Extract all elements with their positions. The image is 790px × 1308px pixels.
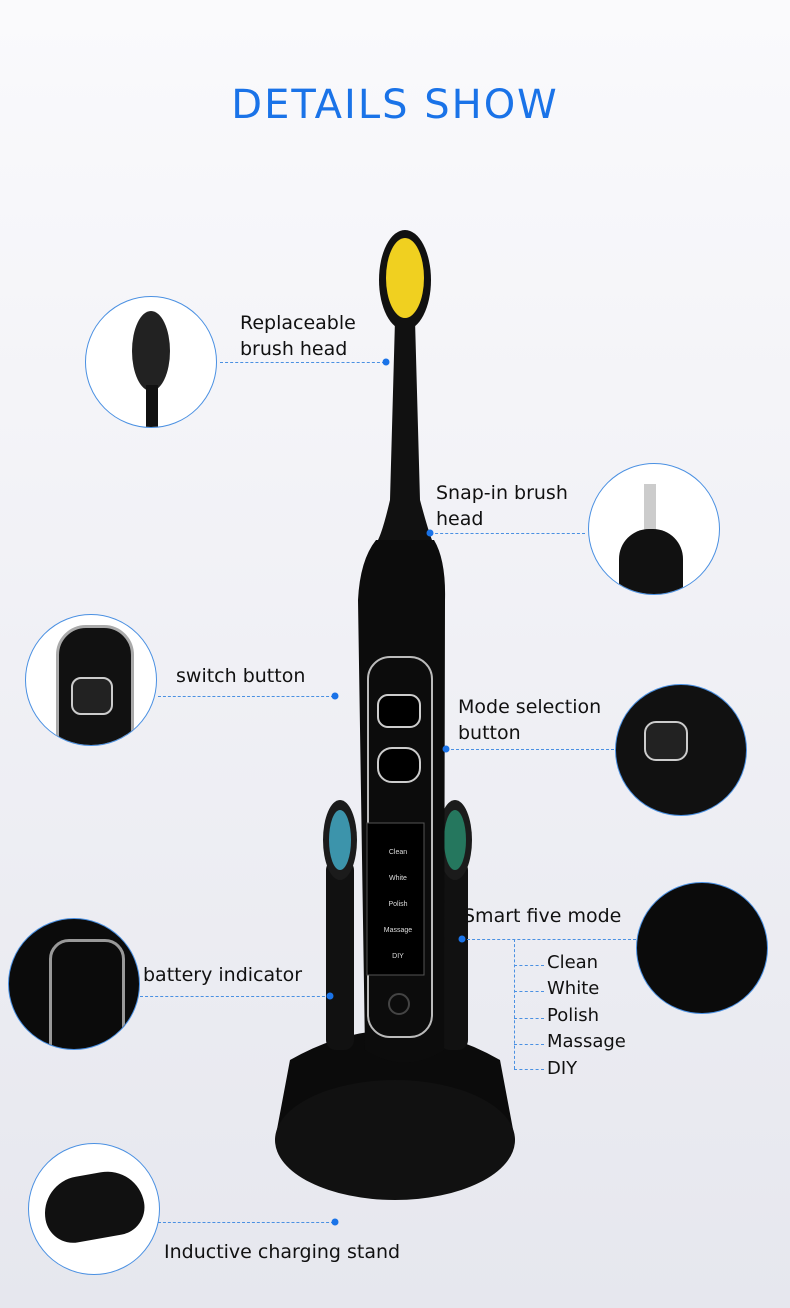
marker-dot	[382, 358, 390, 366]
leader-line	[140, 996, 330, 997]
leader-line	[462, 939, 636, 940]
page-title: DETAILS SHOW	[231, 82, 559, 128]
label-line: Snap-in brush	[436, 482, 568, 504]
label-inductive-charging-stand: Inductive charging stand	[164, 1241, 401, 1263]
screen-mode-polish: Polish	[388, 901, 408, 908]
leader-line	[158, 1222, 334, 1223]
leader-line	[514, 1069, 544, 1070]
label-line: button	[458, 722, 521, 744]
screen-mode-clean: Clean	[388, 849, 408, 856]
leader-line	[158, 696, 334, 697]
mode-massage: Massage	[547, 1031, 626, 1052]
mode-white: White	[547, 978, 600, 999]
marker-dot	[426, 529, 434, 537]
label-line: Replaceable	[240, 312, 356, 334]
leader-line	[446, 749, 614, 750]
screen-mode-massage: Massage	[383, 927, 413, 934]
charging-stand-closeup	[28, 1143, 160, 1275]
leader-line	[514, 965, 544, 966]
mode-clean: Clean	[547, 952, 599, 973]
label-switch-button: switch button	[176, 665, 306, 687]
label-battery-indicator: battery indicator	[143, 964, 303, 986]
marker-dot	[458, 935, 466, 943]
mode-tree-line	[514, 939, 515, 1069]
leader-line	[430, 533, 585, 534]
leader-line	[514, 991, 544, 992]
mode-button-closeup	[615, 684, 747, 816]
leader-line	[514, 1044, 544, 1045]
screen-mode-white: White	[389, 875, 407, 882]
label-replaceable-brush-head: Replaceable brush head	[240, 310, 356, 362]
switch-button-closeup	[25, 614, 157, 746]
brush-head-closeup	[85, 296, 217, 428]
marker-dot	[331, 692, 339, 700]
label-line: head	[436, 508, 484, 530]
label-snap-in-brush-head: Snap-in brush head	[436, 480, 568, 532]
leader-line	[220, 362, 385, 363]
screen-mode-diy: DIY	[392, 953, 404, 960]
marker-dot	[442, 745, 450, 753]
mode-polish: Polish	[547, 1005, 600, 1026]
label-smart-five-mode: Smart five mode	[463, 905, 622, 927]
mode-diy: DIY	[547, 1058, 578, 1079]
marker-dot	[331, 1218, 339, 1226]
label-mode-selection-button: Mode selection button	[458, 694, 601, 746]
label-line: Mode selection	[458, 696, 602, 718]
battery-indicator-closeup	[8, 918, 140, 1050]
mode-display-closeup	[636, 882, 768, 1014]
snap-in-closeup	[588, 463, 720, 595]
leader-line	[514, 1018, 544, 1019]
marker-dot	[326, 992, 334, 1000]
label-line: brush head	[240, 338, 348, 360]
